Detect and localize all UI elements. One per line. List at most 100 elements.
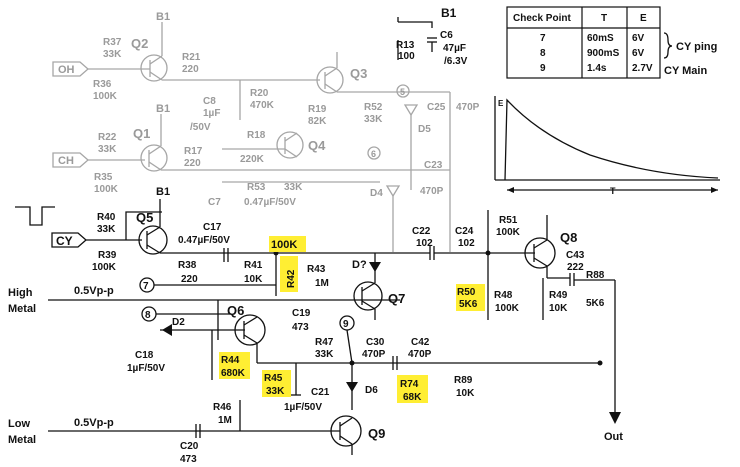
r74-label: R74 — [400, 379, 419, 390]
high-metal-label-2: Metal — [8, 303, 36, 315]
r13-label: R13 — [396, 40, 415, 51]
checkpoint-8-label: 8 — [145, 310, 151, 321]
c20-label: C20 — [180, 441, 199, 452]
r47-label: R47 — [315, 337, 334, 348]
c22-value: 102 — [416, 238, 433, 249]
q2-label: Q2 — [131, 36, 148, 51]
c19-label: C19 — [292, 308, 311, 319]
r50-label: R50 — [457, 287, 476, 298]
r38-label: R38 — [178, 260, 197, 271]
r39-label: R39 — [98, 250, 117, 261]
r41-label: R41 — [244, 260, 263, 271]
oh-port-shape — [52, 61, 89, 77]
c30-label: C30 — [366, 337, 385, 348]
q8-label: Q8 — [560, 230, 577, 245]
table-header-t: T — [601, 13, 607, 24]
r21-value: 220 — [182, 64, 199, 75]
r35-value: 100K — [94, 184, 119, 195]
b1-q5-label: B1 — [156, 186, 170, 198]
r37-value: 33K — [103, 49, 122, 60]
c18-label: C18 — [135, 350, 154, 361]
r43-label: R43 — [307, 264, 326, 275]
low-metal-level: 0.5Vp-p — [74, 417, 114, 429]
checkpoint-6 — [367, 146, 381, 160]
r53-value: 33K — [284, 182, 303, 193]
cy-port-shape — [51, 232, 87, 248]
q8-symbol — [524, 237, 556, 269]
r52-label: R52 — [364, 102, 383, 113]
c18-value: 1µF/50V — [127, 363, 165, 374]
r42-highlight — [269, 236, 306, 252]
oh-port-label: OH — [58, 64, 75, 76]
c8-voltage: /50V — [190, 122, 211, 133]
c17-value: 0.47µF/50V — [178, 235, 230, 246]
q6-label: Q6 — [227, 303, 244, 318]
q1-symbol — [140, 144, 168, 172]
r44-highlight — [219, 352, 250, 379]
c19-value: 473 — [292, 322, 309, 333]
q9-symbol — [330, 415, 362, 447]
waveform-e-label: E — [498, 99, 504, 108]
c17-label: C17 — [203, 222, 222, 233]
d6-symbol — [346, 382, 358, 392]
r22-value: 33K — [98, 144, 117, 155]
q2-symbol — [140, 54, 168, 82]
low-metal-label-1: Low — [8, 418, 30, 430]
table-cell: 6V — [632, 48, 645, 59]
r19-label: R19 — [308, 104, 327, 115]
decay-waveform: E T — [494, 96, 720, 196]
cy-ping-note: CY ping — [676, 41, 717, 53]
r45-highlight — [262, 370, 291, 397]
cy-port-label: CY — [56, 234, 73, 248]
c7-label: C7 — [208, 197, 221, 208]
c20-value: 473 — [180, 454, 197, 465]
r17-label: R17 — [184, 146, 203, 157]
table-cell: 7 — [540, 33, 546, 44]
q3-symbol — [316, 66, 344, 94]
c24-label: C24 — [455, 226, 474, 237]
high-metal-level: 0.5Vp-p — [74, 285, 114, 297]
c21-label: C21 — [311, 387, 330, 398]
r18-value: 220K — [240, 154, 265, 165]
d5-label: D5 — [418, 124, 431, 135]
table-cell: 9 — [540, 63, 546, 74]
r18-label: R18 — [247, 130, 266, 141]
checkpoint-5 — [396, 84, 410, 98]
table-header-checkpoint: Check Point — [513, 13, 571, 24]
b1-q2-label: B1 — [156, 11, 170, 23]
r45-label: R45 — [264, 373, 283, 384]
out-arrow-icon — [609, 412, 621, 424]
d4-symbol — [385, 185, 401, 198]
out-label: Out — [604, 431, 623, 443]
q5-symbol — [138, 225, 168, 255]
b1-q1-label: B1 — [156, 103, 170, 115]
r17-value: 220 — [184, 158, 201, 169]
q1-label: Q1 — [133, 126, 150, 141]
c43-label: C43 — [566, 250, 585, 261]
d7-label: D? — [352, 259, 367, 271]
r46-label: R46 — [213, 402, 232, 413]
b1-top-label: B1 — [441, 6, 457, 20]
c6-label: C6 — [440, 30, 453, 41]
high-metal-label-1: High — [8, 287, 33, 299]
table-header-e: E — [640, 13, 647, 24]
q9-label: Q9 — [368, 426, 385, 441]
r48-value: 100K — [495, 303, 520, 314]
decay-curve — [504, 98, 719, 181]
r42-label: R42 — [286, 269, 297, 288]
r45-value: 33K — [266, 386, 285, 397]
table-cell: 60mS — [587, 33, 614, 44]
r42-label-highlight — [280, 256, 298, 292]
r51-value: 100K — [496, 227, 521, 238]
r42-value: 100K — [271, 239, 297, 251]
r20-label: R20 — [250, 88, 269, 99]
c42-label: C42 — [411, 337, 430, 348]
q7-symbol — [353, 281, 383, 311]
r47-value: 33K — [315, 349, 334, 360]
r22-label: R22 — [98, 132, 117, 143]
q5-label: Q5 — [136, 210, 153, 225]
d6-label: D6 — [365, 385, 378, 396]
c30-value: 470P — [362, 349, 386, 360]
r21-label: R21 — [182, 52, 201, 63]
